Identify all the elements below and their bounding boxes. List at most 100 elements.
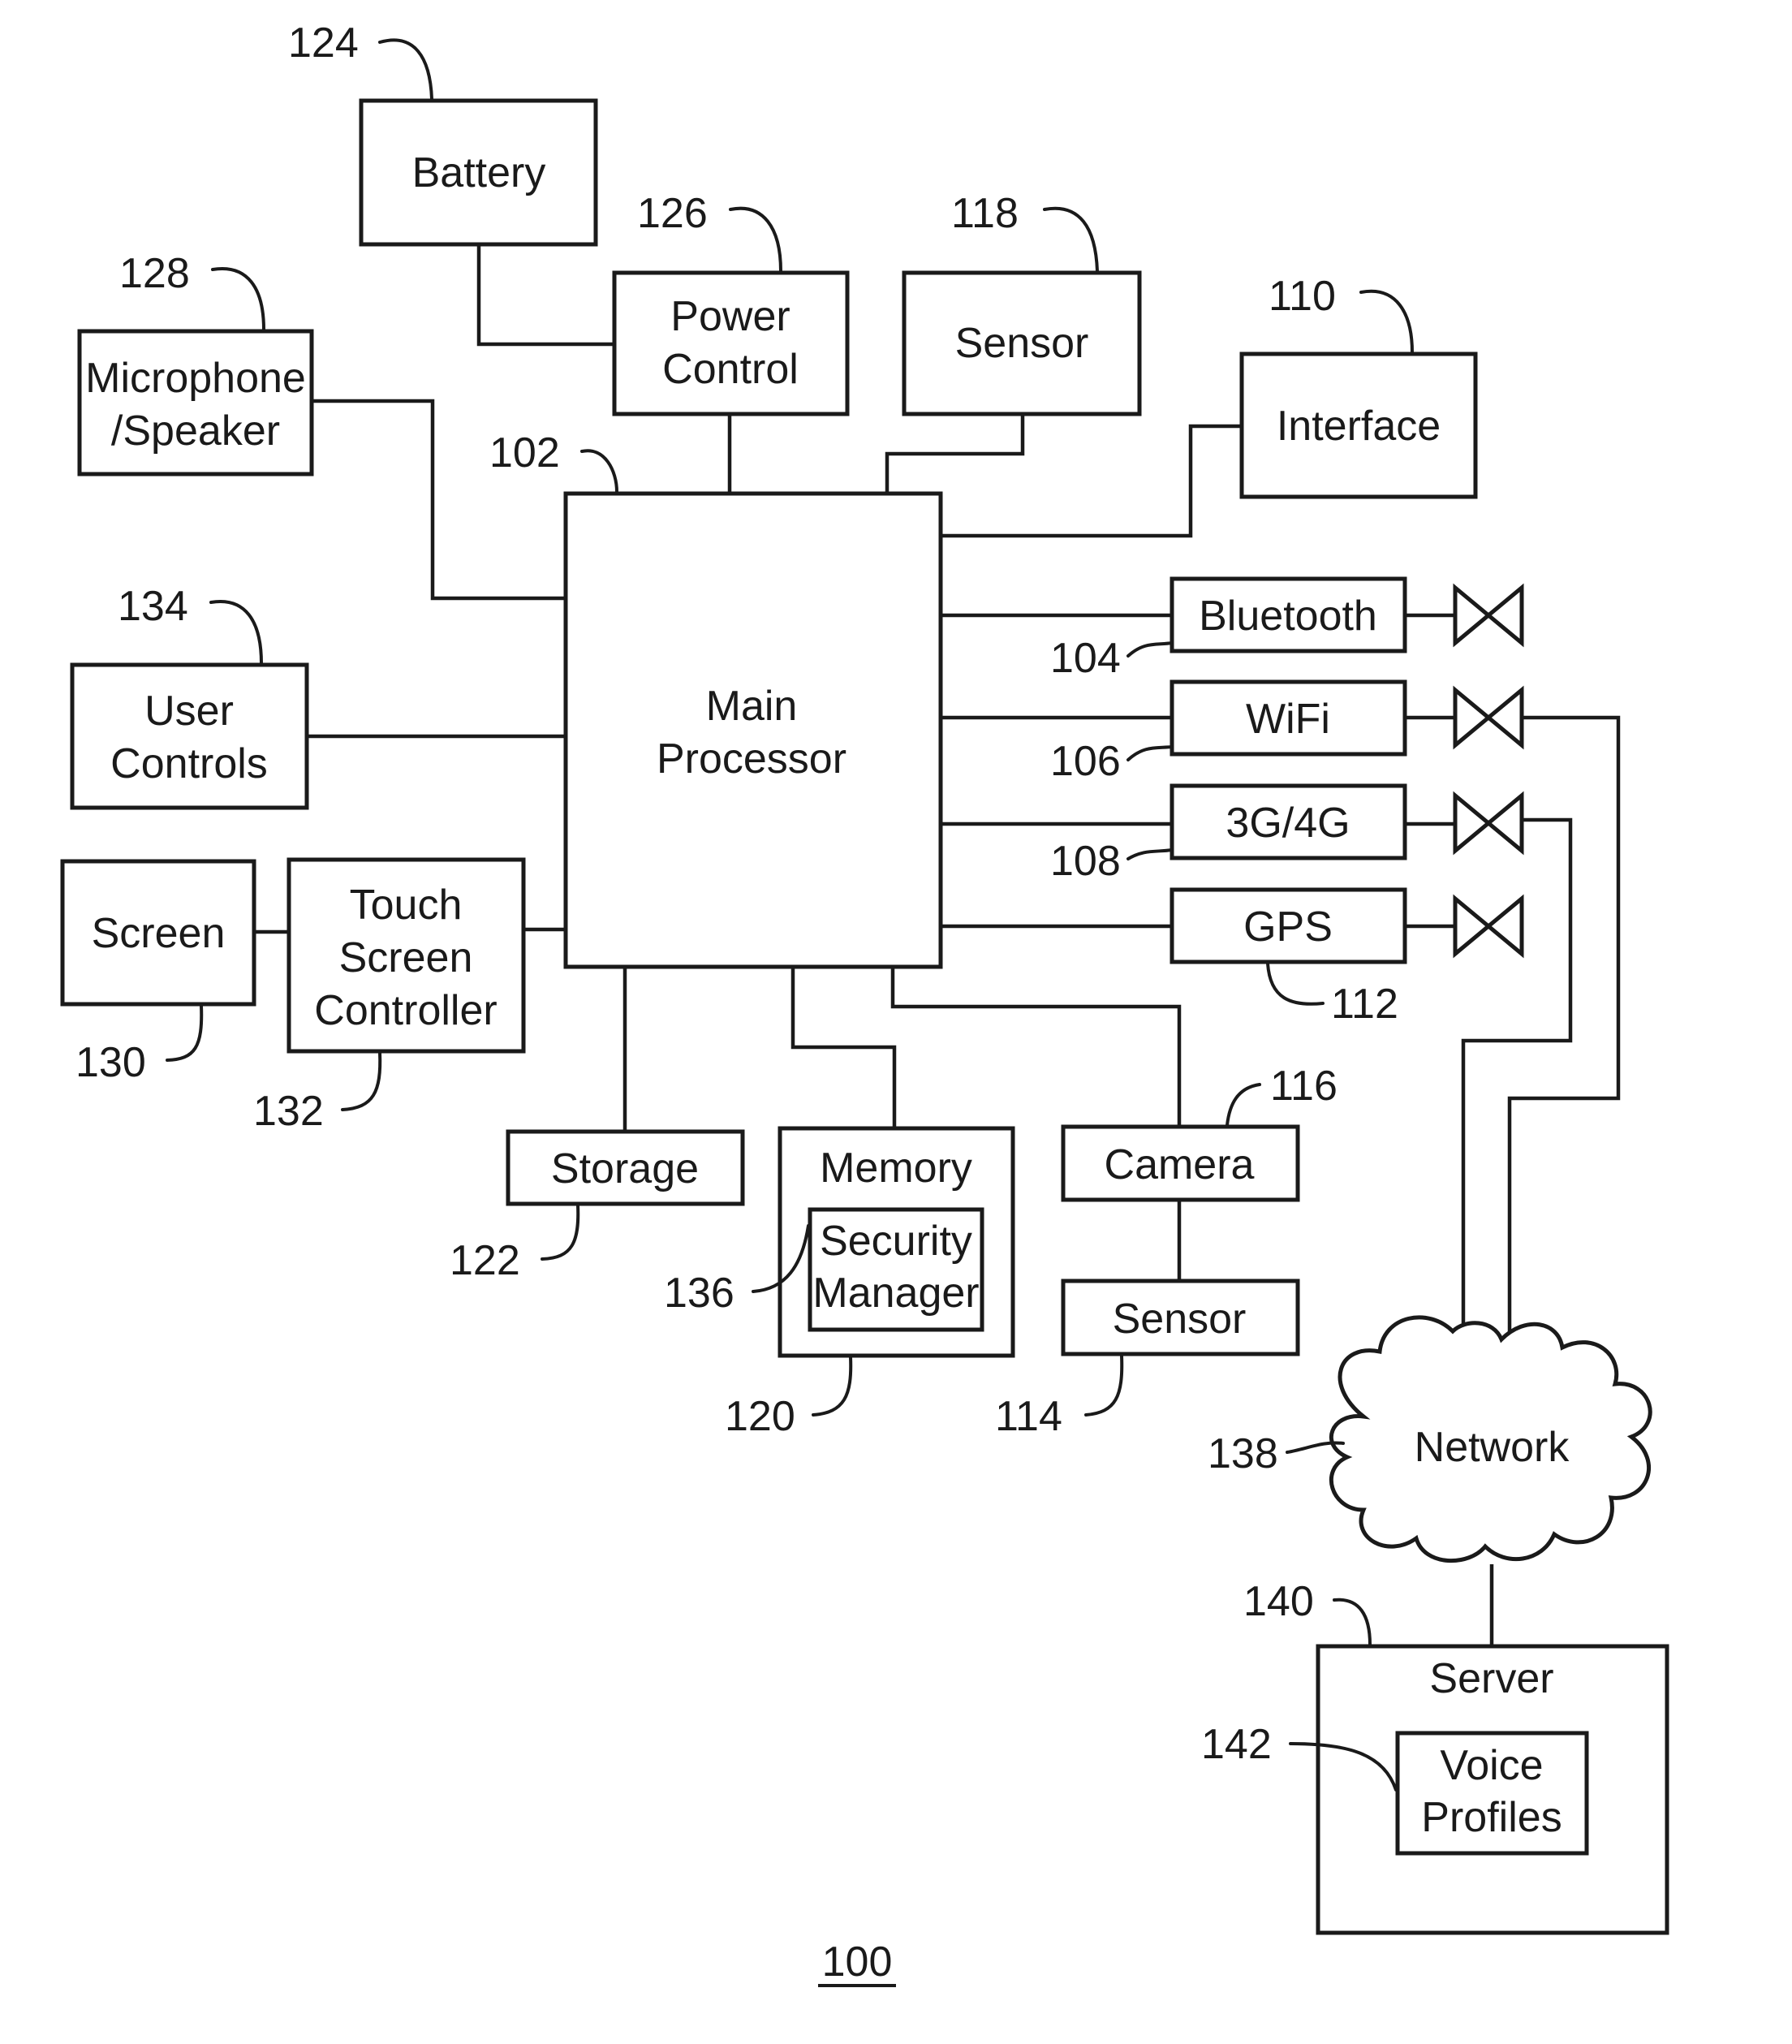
voice-profiles-label-line2: Profiles (1421, 1794, 1562, 1841)
leader-102 (582, 451, 617, 492)
leader-124 (380, 40, 432, 99)
server-block: Server Voice Profiles (1318, 1646, 1667, 1933)
wire-processor-camera (893, 967, 1179, 1127)
leader-110 (1361, 291, 1412, 352)
wire-processor-memory (793, 967, 894, 1128)
leader-116 (1227, 1085, 1260, 1125)
ref-102: 102 (489, 429, 560, 477)
ref-114: 114 (995, 1393, 1062, 1440)
touch-screen-controller-block: Touch Screen Controller (289, 860, 523, 1051)
cellular-block: 3G/4G (1172, 786, 1405, 858)
leader-140 (1334, 1600, 1370, 1645)
ref-136: 136 (664, 1270, 734, 1317)
sensor-bottom-label: Sensor (1113, 1296, 1247, 1343)
cellular-antenna-icon (1455, 796, 1522, 851)
ref-134: 134 (118, 583, 188, 630)
security-manager-block: Security Manager (810, 1210, 982, 1330)
power-control-block: Power Control (614, 273, 847, 414)
leader-114 (1086, 1356, 1122, 1415)
gps-label: GPS (1243, 903, 1333, 951)
ref-132: 132 (253, 1088, 324, 1135)
bluetooth-label: Bluetooth (1199, 593, 1377, 640)
touch-screen-controller-label-line3: Controller (314, 987, 497, 1034)
leader-104 (1128, 643, 1172, 656)
memory-block: Memory Security Manager (780, 1128, 1013, 1356)
ref-106: 106 (1050, 738, 1121, 785)
screen-label: Screen (92, 910, 226, 957)
ref-110: 110 (1269, 273, 1336, 320)
leader-112 (1268, 964, 1323, 1004)
wire-cellular-network (1463, 820, 1570, 1352)
wire-interface-processor (941, 426, 1242, 536)
server-label: Server (1429, 1655, 1553, 1702)
user-controls-label-line2: Controls (110, 740, 268, 787)
sensor-top-label: Sensor (955, 320, 1089, 367)
touch-screen-controller-label-line1: Touch (350, 882, 463, 929)
wire-sensor-top-processor (887, 414, 1023, 494)
wire-wifi-network (1510, 718, 1618, 1348)
cellular-label: 3G/4G (1226, 800, 1350, 847)
battery-block: Battery (361, 101, 596, 244)
figure-number-label: 100 (822, 1938, 893, 1986)
microphone-speaker-label-line2: /Speaker (111, 408, 280, 455)
antenna-symbols (1455, 588, 1522, 954)
leader-106 (1128, 747, 1172, 760)
leader-126 (730, 209, 781, 271)
ref-126: 126 (637, 190, 708, 237)
storage-block: Storage (508, 1132, 743, 1204)
figure-number: 100 (818, 1938, 896, 1986)
ref-112: 112 (1331, 981, 1398, 1028)
ref-104: 104 (1050, 635, 1121, 682)
leader-122 (542, 1205, 578, 1259)
main-processor-block: Main Processor (566, 494, 941, 967)
ref-116: 116 (1270, 1063, 1338, 1110)
ref-124: 124 (288, 19, 359, 67)
leader-132 (342, 1053, 380, 1110)
security-manager-label-line1: Security (820, 1218, 972, 1265)
network-label: Network (1415, 1424, 1570, 1471)
camera-label: Camera (1105, 1141, 1255, 1188)
ref-142: 142 (1201, 1721, 1272, 1768)
bluetooth-antenna-icon (1455, 588, 1522, 643)
leader-118 (1045, 209, 1097, 271)
gps-block: GPS (1172, 890, 1405, 962)
wifi-block: WiFi (1172, 682, 1405, 754)
sensor-top-block: Sensor (904, 273, 1139, 414)
bluetooth-block: Bluetooth (1172, 579, 1405, 651)
screen-block: Screen (62, 861, 254, 1004)
touch-screen-controller-label-line2: Screen (339, 934, 473, 981)
user-controls-label-line1: User (144, 688, 234, 735)
user-controls-block: User Controls (72, 665, 307, 808)
voice-profiles-block: Voice Profiles (1398, 1733, 1587, 1853)
ref-130: 130 (75, 1039, 146, 1086)
wire-battery-power-control (479, 244, 614, 344)
ref-128: 128 (119, 250, 190, 297)
ref-118: 118 (951, 190, 1019, 237)
power-control-label-line1: Power (670, 293, 790, 340)
voice-profiles-label-line1: Voice (1440, 1742, 1543, 1789)
power-control-label-line2: Control (662, 346, 799, 393)
storage-label: Storage (551, 1145, 699, 1192)
ref-120: 120 (725, 1393, 795, 1440)
wifi-antenna-icon (1455, 690, 1522, 745)
interface-block: Interface (1242, 354, 1475, 497)
main-processor-label-line1: Main (706, 683, 798, 730)
ref-140: 140 (1243, 1578, 1314, 1625)
main-processor-label-line2: Processor (657, 735, 846, 783)
sensor-bottom-block: Sensor (1063, 1281, 1298, 1354)
leader-120 (813, 1357, 851, 1415)
ref-108: 108 (1050, 838, 1121, 885)
leader-108 (1128, 850, 1172, 859)
security-manager-label-line2: Manager (812, 1270, 979, 1317)
ref-138: 138 (1208, 1430, 1278, 1477)
leader-130 (167, 1006, 201, 1060)
wifi-label: WiFi (1246, 696, 1330, 743)
battery-label: Battery (412, 149, 546, 196)
leader-134 (211, 602, 261, 663)
gps-antenna-icon (1455, 899, 1522, 954)
ref-122: 122 (450, 1237, 520, 1284)
leader-128 (213, 269, 264, 330)
microphone-speaker-label-line1: Microphone (85, 355, 306, 402)
memory-label: Memory (820, 1145, 972, 1192)
